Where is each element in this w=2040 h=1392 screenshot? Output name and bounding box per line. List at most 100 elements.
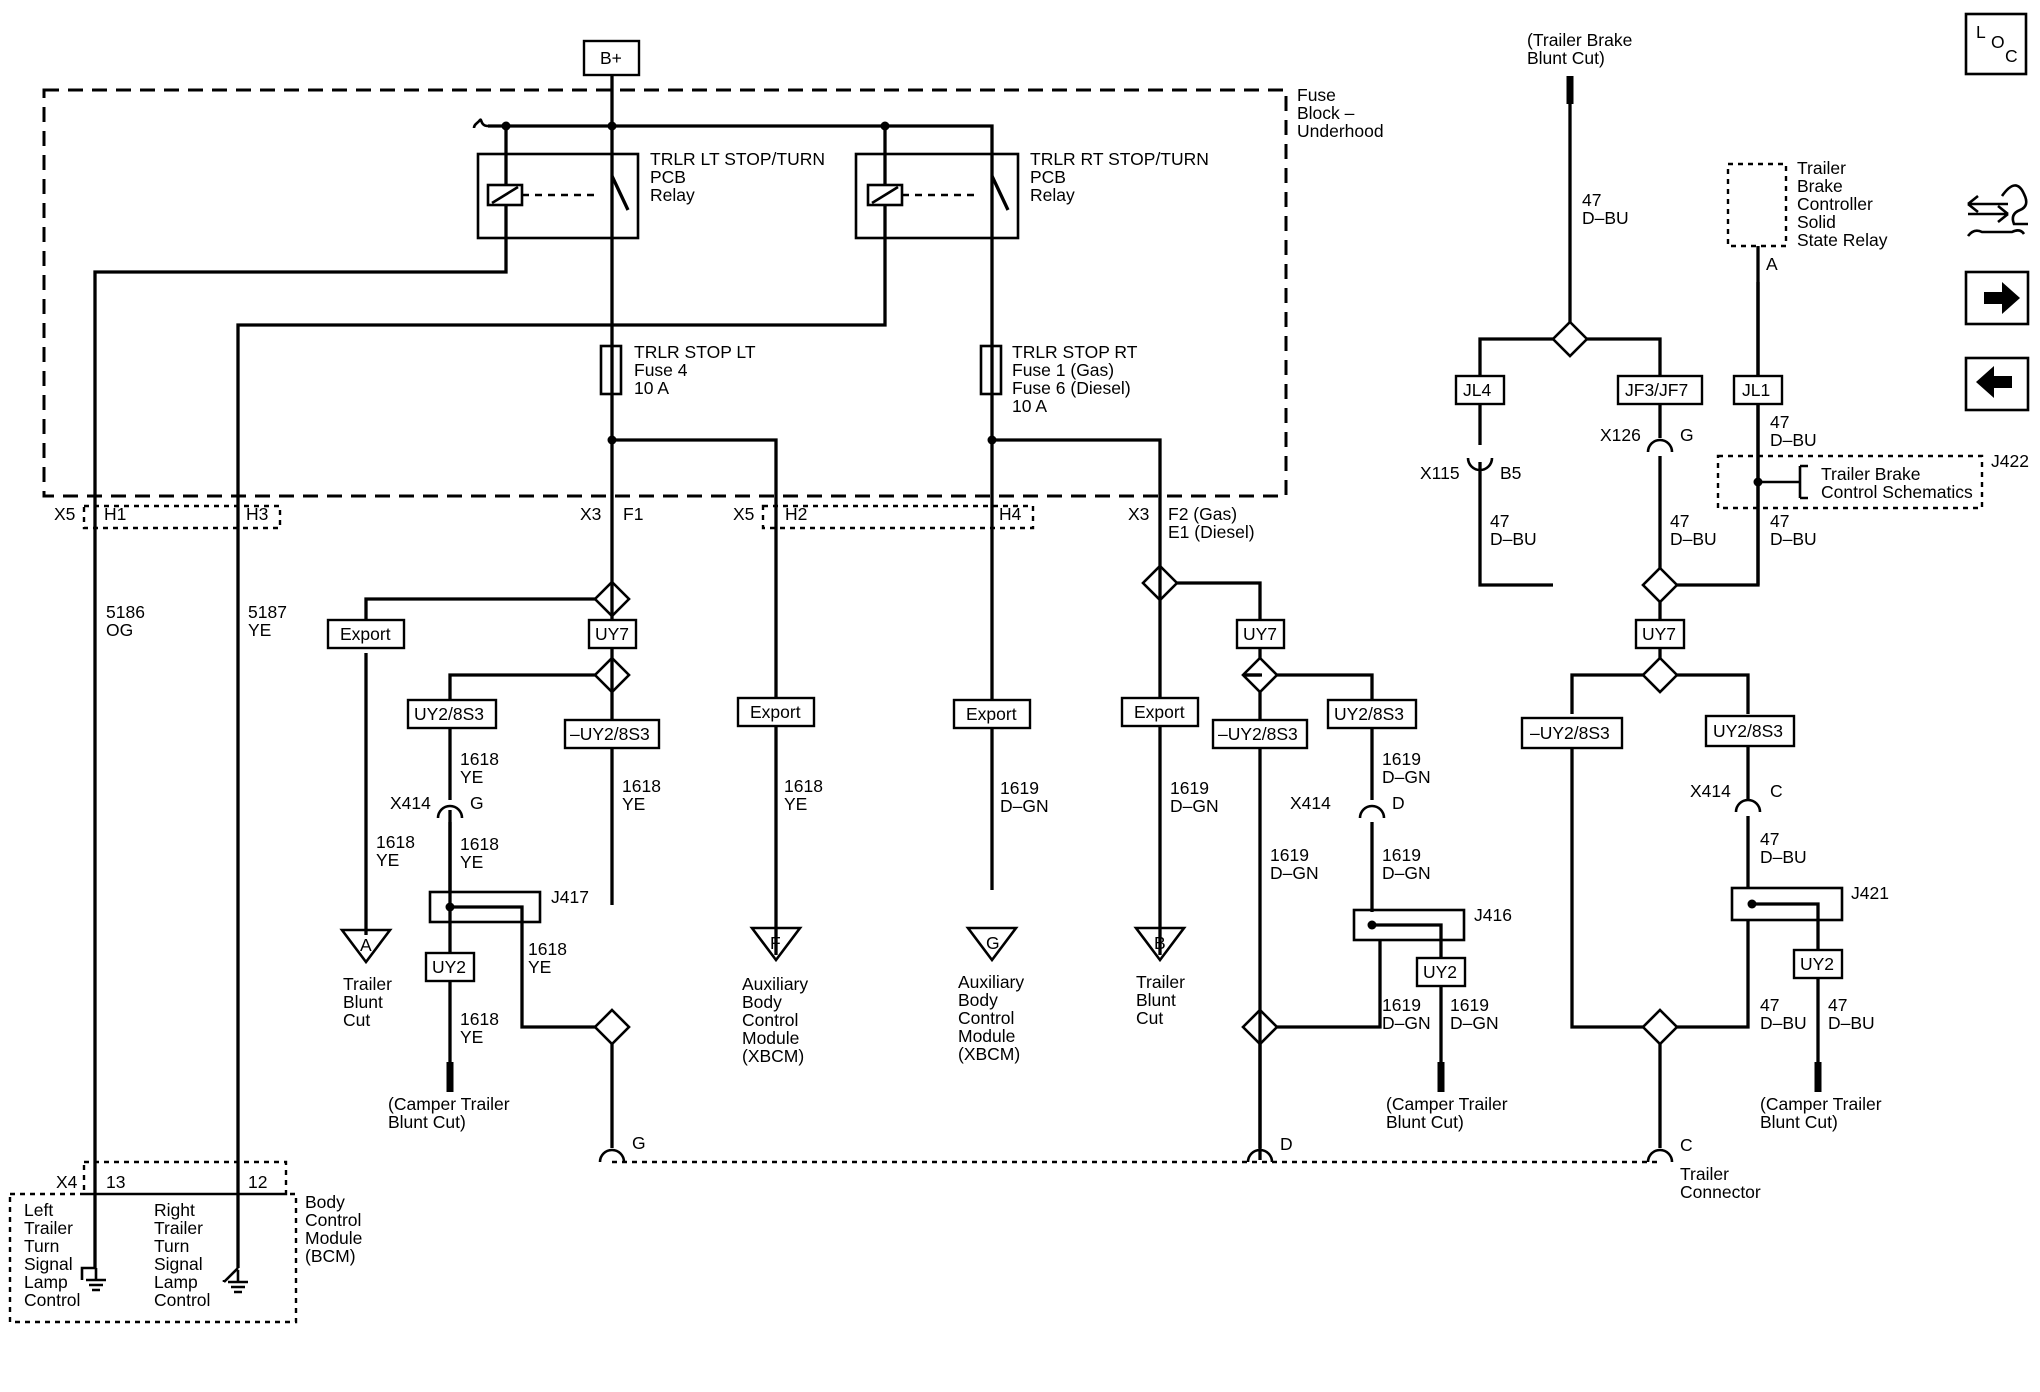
svg-text:Blunt Cut): Blunt Cut) (1760, 1112, 1838, 1132)
wire-label-5186-og: 5186 OG (106, 602, 145, 640)
svg-text:1618: 1618 (784, 776, 823, 796)
svg-text:1619: 1619 (1270, 845, 1309, 865)
svg-text:OG: OG (106, 620, 133, 640)
svg-text:1619: 1619 (1450, 995, 1489, 1015)
option-export-xbcm-g: Export (952, 698, 1032, 730)
camper-trailer-ref-rt: (Camper Trailer Blunt Cut) (1386, 1094, 1508, 1132)
wire-label-47-dbu-j421: 47 D–BU (1760, 995, 1807, 1033)
svg-text:UY2/8S3: UY2/8S3 (1334, 704, 1404, 724)
svg-text:Export: Export (1134, 702, 1185, 722)
svg-text:D–GN: D–GN (1270, 863, 1319, 883)
svg-text:Signal: Signal (154, 1254, 203, 1274)
svg-text:Control: Control (742, 1010, 798, 1030)
splice-j422-trailer-brake-schematics[interactable]: Trailer Brake Control Schematics J422 (1716, 451, 2029, 510)
connector-x3-f2-e1-label: X3 F2 (Gas) E1 (Diesel) (1128, 504, 1255, 542)
svg-text:J422: J422 (1991, 451, 2029, 471)
svg-text:1619: 1619 (1382, 995, 1421, 1015)
svg-text:YE: YE (528, 957, 551, 977)
offpage-connector-b[interactable]: B Trailer Blunt Cut (1133, 926, 1187, 1028)
svg-text:YE: YE (460, 767, 483, 787)
svg-text:D–BU: D–BU (1760, 1013, 1807, 1033)
svg-text:D–BU: D–BU (1770, 529, 1817, 549)
svg-text:X414: X414 (1290, 793, 1331, 813)
svg-text:C: C (1680, 1135, 1693, 1155)
svg-text:(XBCM): (XBCM) (742, 1046, 804, 1066)
splice-j416: J416 (1277, 905, 1512, 1029)
svg-text:10 A: 10 A (634, 378, 669, 398)
wire-label-47-dbu-uy2: 47 D–BU (1828, 995, 1875, 1033)
svg-text:Blunt Cut): Blunt Cut) (388, 1112, 466, 1132)
svg-text:47: 47 (1770, 511, 1789, 531)
svg-text:1619: 1619 (1382, 845, 1421, 865)
svg-text:E1 (Diesel): E1 (Diesel) (1168, 522, 1255, 542)
svg-text:Block –: Block – (1297, 103, 1355, 123)
svg-text:(Camper Trailer: (Camper Trailer (1760, 1094, 1882, 1114)
svg-text:H2: H2 (785, 504, 807, 524)
svg-text:YE: YE (784, 794, 807, 814)
svg-text:L: L (1976, 22, 1986, 42)
svg-text:47: 47 (1770, 412, 1789, 432)
svg-text:Turn: Turn (24, 1236, 59, 1256)
svg-text:Control: Control (958, 1008, 1014, 1028)
option-not-uy2-8s3-lt: –UY2/8S3 (563, 718, 661, 750)
svg-text:YE: YE (376, 850, 399, 870)
svg-text:B5: B5 (1500, 463, 1521, 483)
inline-x115-b5: X115 B5 (1420, 457, 1521, 483)
wire-1618-ye-xbcm (612, 438, 778, 955)
wire-label-1619-dgn-b: 1619 D–GN (1170, 778, 1219, 816)
svg-text:Fuse 6 (Diesel): Fuse 6 (Diesel) (1012, 378, 1131, 398)
offpage-connector-g[interactable]: G Auxiliary Body Control Module (XBCM) (958, 926, 1024, 1064)
loc-icon[interactable]: L O C (1964, 12, 2028, 76)
connector-x5-h1-h3: X5 H1 H3 (54, 504, 282, 530)
svg-text:(Camper Trailer: (Camper Trailer (1386, 1094, 1508, 1114)
svg-text:1619: 1619 (1170, 778, 1209, 798)
wire-47-dbu-trailer-c (1570, 748, 1643, 1029)
svg-text:D–GN: D–GN (1450, 1013, 1499, 1033)
svg-text:D–BU: D–BU (1828, 1013, 1875, 1033)
next-page-icon[interactable] (1964, 270, 2030, 326)
svg-text:D–BU: D–BU (1760, 847, 1807, 867)
option-split-lt (593, 580, 631, 618)
wire-label-1619-dgn-j416: 1619 D–GN (1382, 995, 1431, 1033)
connector-x5-h2-h4: X5 H2 H4 (733, 504, 1035, 530)
svg-text:G: G (470, 793, 484, 813)
option-not-uy2-8s3-rt: –UY2/8S3 (1211, 718, 1309, 750)
offpage-connector-f[interactable]: F Auxiliary Body Control Module (XBCM) (742, 926, 808, 1066)
svg-text:G: G (986, 933, 1000, 953)
svg-text:Fuse 1 (Gas): Fuse 1 (Gas) (1012, 360, 1114, 380)
wire-label-1619-dgn-x414-up: 1619 D–GN (1382, 749, 1431, 787)
previous-page-icon[interactable] (1964, 356, 2030, 412)
svg-text:Fuse: Fuse (1297, 85, 1336, 105)
svg-text:H4: H4 (999, 504, 1022, 524)
inline-x126-g: X126 G (1600, 425, 1694, 453)
svg-text:47: 47 (1490, 511, 1509, 531)
svg-text:Brake: Brake (1797, 176, 1843, 196)
option-export-xbcm-f: Export (736, 696, 816, 728)
svg-text:X126: X126 (1600, 425, 1641, 445)
svg-text:Body: Body (305, 1192, 345, 1212)
svg-text:B: B (1154, 933, 1166, 953)
wire-label-1618-ye-x414-down: 1618 YE (460, 834, 499, 872)
option-uy2-8s3-lt: UY2/8S3 (406, 698, 498, 730)
component-locator-icon[interactable] (1966, 184, 2028, 237)
svg-text:(XBCM): (XBCM) (958, 1044, 1020, 1064)
body-control-module: X4 13 12 Body Control Module (BCM) (8, 1160, 362, 1324)
svg-text:1618: 1618 (622, 776, 661, 796)
wire-label-47-dbu-x115: 47 D–BU (1490, 511, 1537, 549)
svg-text:Relay: Relay (1030, 185, 1075, 205)
svg-text:J416: J416 (1474, 905, 1512, 925)
svg-text:1619: 1619 (1000, 778, 1039, 798)
wire-5186-og (93, 205, 508, 1268)
svg-text:B+: B+ (600, 48, 622, 68)
svg-text:UY2: UY2 (432, 957, 466, 977)
svg-text:47: 47 (1760, 995, 1779, 1015)
wire-label-1619-dgn-xbcm: 1619 D–GN (1000, 778, 1049, 816)
wire-label-1618-ye-j417: 1618 YE (528, 939, 567, 977)
fuse-4-trlr-stop-lt: TRLR STOP LT Fuse 4 10 A (599, 342, 756, 398)
svg-text:Control: Control (154, 1290, 210, 1310)
offpage-connector-a[interactable]: A Trailer Blunt Cut (339, 928, 393, 1030)
wire-label-47-dbu-jl1: 47 D–BU (1770, 412, 1817, 450)
option-uy2-rt: UY2 (1415, 956, 1467, 988)
svg-text:A: A (1766, 254, 1778, 274)
